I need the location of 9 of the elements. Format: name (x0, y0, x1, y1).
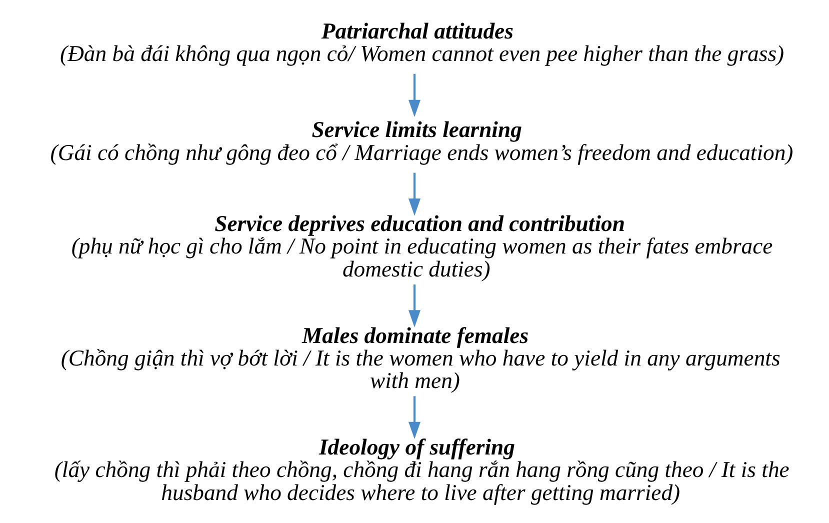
node-text: Ideology of suffering (lấy chồng thì phải theo chồng, chồng đi hang rắn hang rồng cũng theo / It is the husband who decides where to live after getting married) (54, 434, 790, 505)
arrow (408, 74, 421, 118)
node-text: Males dominate females (Chồng giận thì vợ bớt lời / It is the women who have to yield in any arguments with men) (60, 322, 780, 394)
node-text: Service limits learning (Gái có chồng như gông đeo cổ / Marriage ends women’s freedom and education) (50, 117, 794, 165)
node-text: Patriarchal attitudes (Đàn bà đái không qua ngọn cỏ/ Women cannot even pee higher than the grass) (60, 18, 784, 66)
arrow (408, 396, 421, 440)
arrow (408, 284, 421, 328)
arrow (408, 172, 421, 216)
node-text: Service deprives education and contribution (phụ nữ học gì cho lắm / No point in educating women as their fates embrace domestic duties) (71, 211, 773, 282)
